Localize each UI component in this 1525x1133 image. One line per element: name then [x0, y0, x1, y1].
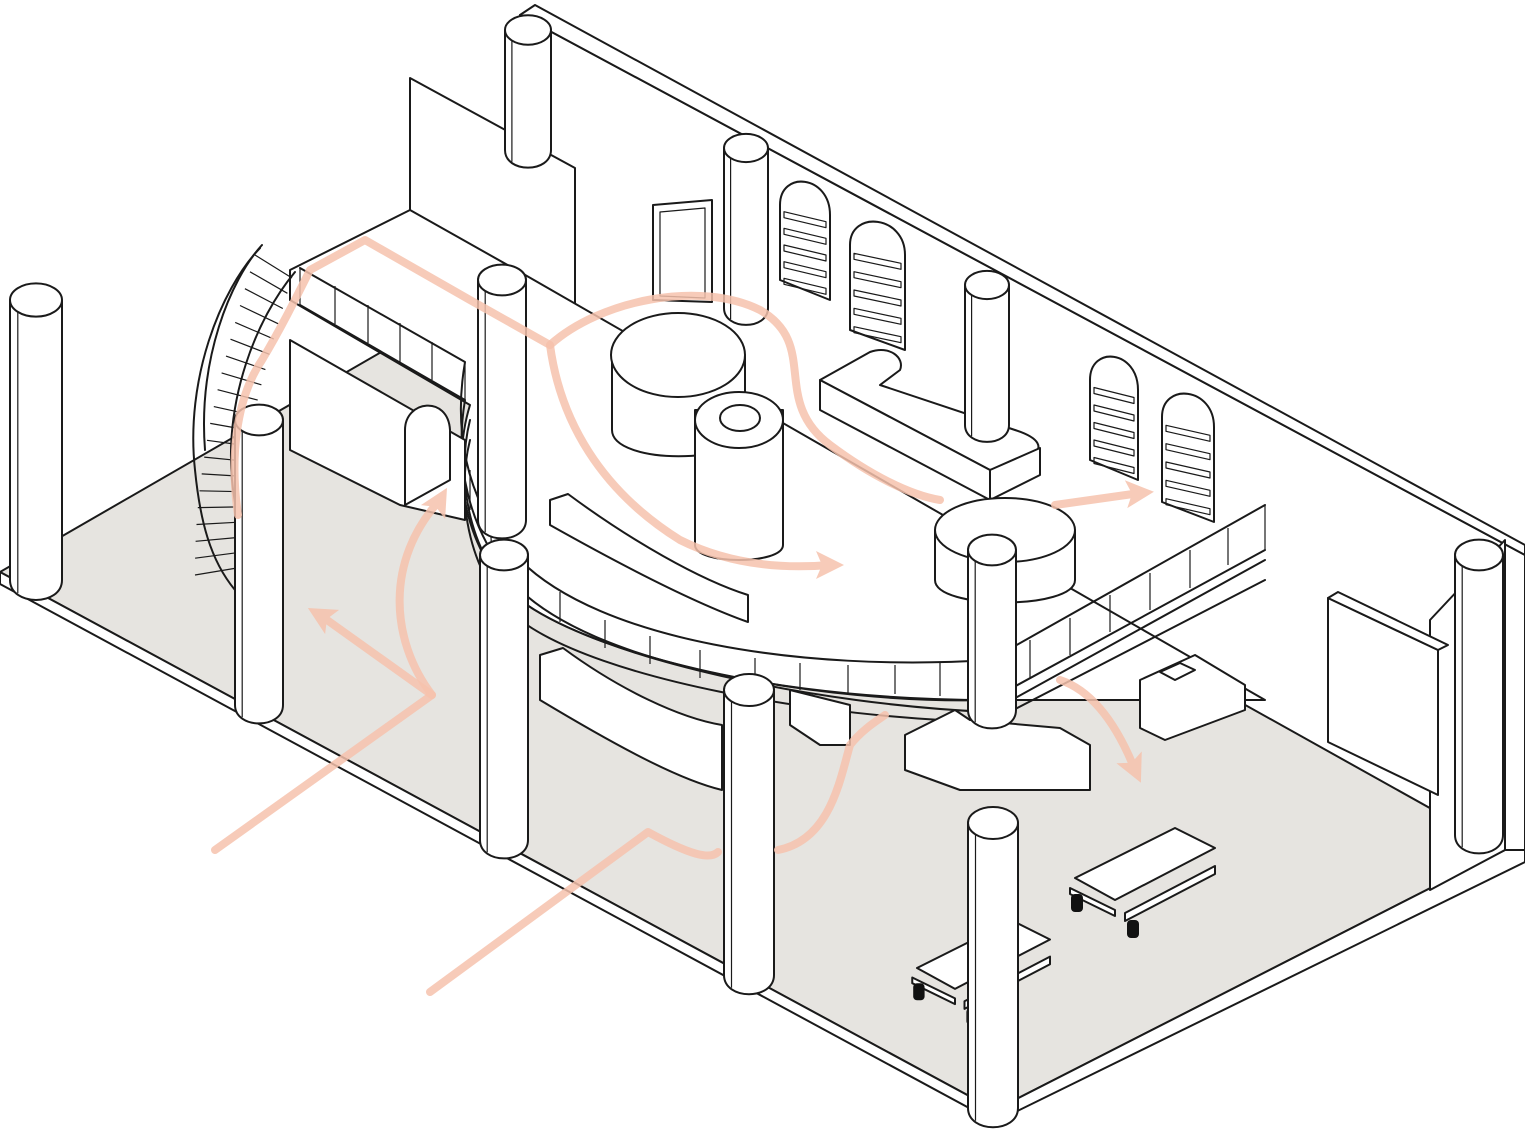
arrowhead: [307, 608, 340, 635]
table-leg: [1127, 920, 1139, 938]
round-drum-large-top: [610, 312, 746, 398]
circulation-path-4: [230, 236, 554, 519]
stair-tread: [217, 389, 258, 401]
table-leg: [1071, 894, 1083, 912]
stair-tread: [234, 321, 275, 340]
picnic-table-1: [1069, 827, 1216, 938]
column-10: [967, 806, 1019, 1129]
upper-door: [652, 199, 713, 303]
column-6: [504, 14, 552, 169]
circulation-path-5: [546, 341, 844, 579]
arched-shelf-3: [1089, 355, 1139, 481]
ground-furniture: [539, 647, 1246, 1025]
stair-tread: [195, 536, 238, 542]
column-8: [964, 269, 1010, 443]
cabinet-block: [789, 689, 851, 746]
arched-shelf-2: [849, 220, 906, 351]
table-leg: [913, 983, 925, 1001]
sofa-block: [904, 709, 1091, 791]
column-3: [477, 263, 527, 540]
stair-tread: [249, 271, 288, 294]
stair-tread: [197, 506, 240, 509]
small-column-top: [719, 404, 761, 432]
circulation-path-7: [1051, 480, 1154, 509]
arrowhead: [816, 551, 844, 579]
columns: [9, 14, 1504, 1129]
column-9: [967, 533, 1017, 730]
circulation-path-6: [546, 291, 944, 504]
curved-display-counter: [539, 647, 723, 791]
arrowhead: [1124, 480, 1154, 509]
arched-shelving: [779, 180, 1215, 523]
stair-tread: [196, 521, 239, 526]
wall-panel-side: [1327, 591, 1449, 651]
mezz-curved-bench: [549, 493, 749, 623]
stair-tread: [221, 372, 262, 386]
arrowhead: [420, 487, 447, 520]
column-7: [723, 132, 769, 326]
stair-outer-stringer: [192, 247, 261, 591]
circulation-path-3: [426, 711, 889, 996]
stair-tread: [254, 254, 293, 279]
stair-tread: [239, 304, 279, 325]
circulation-path-8: [1056, 676, 1142, 783]
column-2: [234, 403, 284, 725]
rear-wall-top-cap: [519, 4, 1525, 556]
mezzanine-slab-edge: [463, 419, 1266, 713]
circulation-path-1: [211, 487, 447, 854]
stair-tread: [195, 552, 238, 559]
column-4: [479, 538, 529, 860]
stair-treads: [194, 254, 293, 576]
column-1: [9, 282, 63, 601]
arched-shelf-1: [779, 180, 831, 301]
arch-opening: [404, 404, 451, 506]
circulation-paths: [211, 236, 1154, 996]
column-5: [723, 673, 775, 996]
arched-shelf-4: [1161, 392, 1215, 523]
stair-tread: [244, 288, 284, 310]
mezzanine-slab-underside: [463, 439, 1266, 723]
counter-sink: [1159, 662, 1196, 681]
stair-handrail: [203, 244, 263, 451]
l-counter-side: [989, 447, 1041, 501]
arrowhead: [1116, 751, 1142, 783]
stair-tread: [194, 567, 238, 576]
circulation-path-2: [307, 608, 436, 699]
column-11: [1454, 538, 1504, 855]
